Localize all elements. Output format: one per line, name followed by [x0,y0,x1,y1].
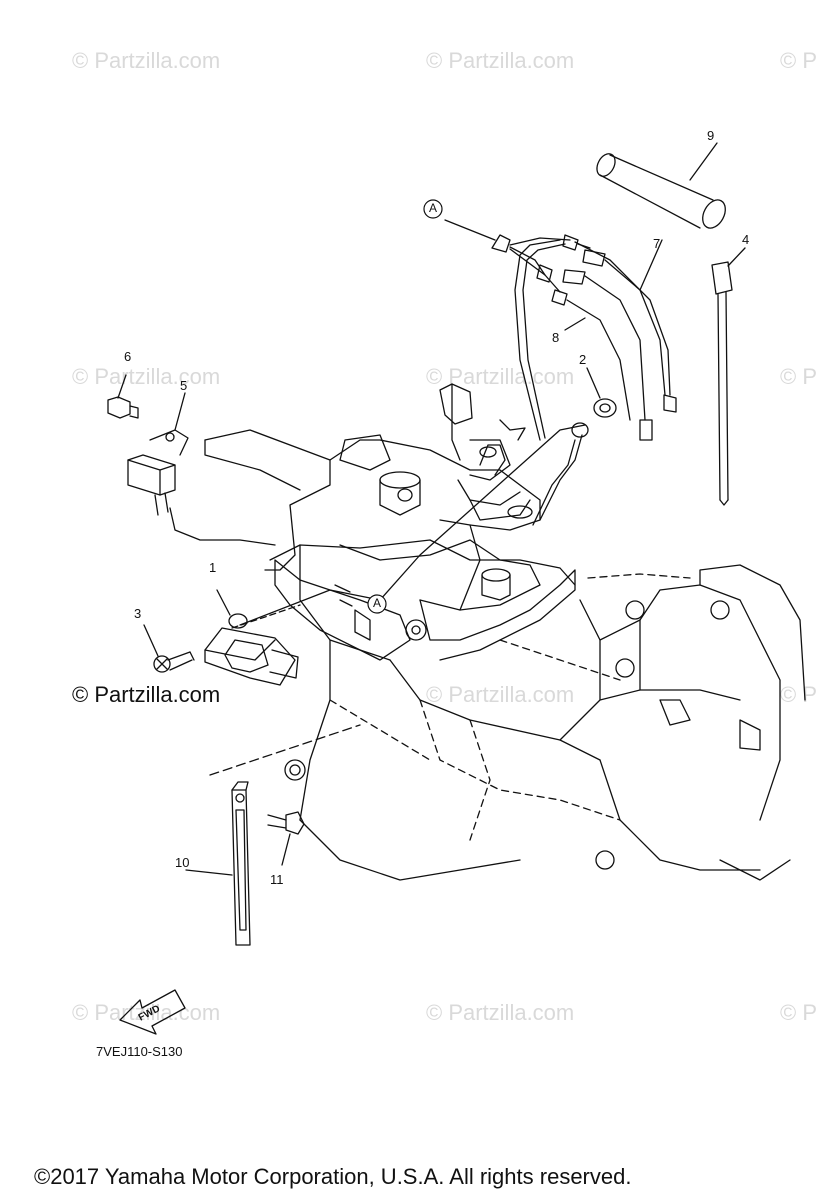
lead-wires [444,219,677,441]
copyright-notice: ©2017 Yamaha Motor Corporation, U.S.A. A… [34,1164,632,1189]
watermark: © Partzilla.com [72,48,221,73]
reference-marker-a-bottom [367,594,387,614]
ground-strap [185,724,361,946]
reference-marker-a-bottom-label: A [372,596,381,610]
engine-stop-switch [204,589,301,686]
callout-10: 10 [175,855,190,870]
frame-bolt [481,568,511,601]
upper-bracket [439,383,533,521]
reference-marker-a-top [423,199,443,219]
callout-7: 7 [653,236,661,251]
watermark: © Partzilla.com [426,1000,575,1025]
watermark: © P [780,1000,817,1025]
engine-frame [269,539,806,881]
watermark: © Partzilla.com [426,682,575,707]
watermark: © P [780,364,817,389]
callout-11: 11 [270,872,284,887]
watermark: © Partzilla.com [72,1000,221,1025]
callout-8: 8 [552,330,560,345]
callout-1: 1 [209,560,217,575]
fwd-arrow [119,989,186,1035]
watermark: © P [780,682,817,707]
relay-bolt [107,374,139,419]
reference-marker-a-top-label: A [428,201,437,215]
callout-5: 5 [180,378,188,393]
callout-9: 9 [707,128,715,143]
callout-2: 2 [579,352,587,367]
relay-unit [127,392,189,516]
callout-3: 3 [134,606,142,621]
grommet [571,367,617,438]
switch-bracket [204,429,576,661]
watermark: © Partzilla.com [72,364,221,389]
diagram-code: 7VEJ110-S130 [96,1044,183,1059]
mounting-screw [143,624,195,673]
cable-tie [711,247,746,506]
protective-sleeve [596,142,726,229]
watermark: © P [780,48,817,73]
wire-harness [169,239,583,546]
strap-bolt [267,811,305,866]
watermark: © Partzilla.com [426,48,575,73]
partzilla-credit: © Partzilla.com [72,682,221,707]
callout-4: 4 [742,232,750,247]
callout-6: 6 [124,349,132,364]
